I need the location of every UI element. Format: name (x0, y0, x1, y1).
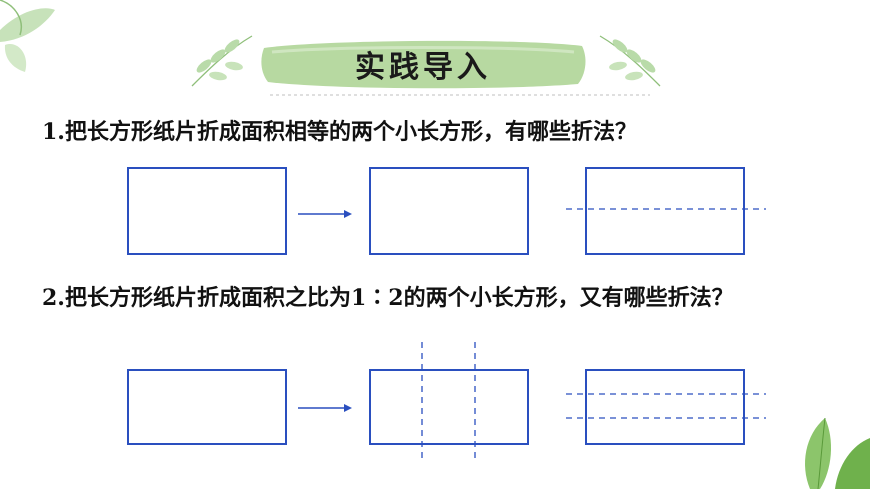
title-divider (270, 94, 650, 96)
leaf-sprig-left-icon (191, 35, 253, 87)
original-rectangle (127, 369, 287, 445)
original-rectangle (127, 167, 287, 255)
title-banner: 实践导入 (258, 38, 588, 90)
banner-brush-shape (261, 40, 586, 89)
leaf-decoration-bottom-right (805, 417, 870, 489)
page-title: 实践导入 (355, 50, 491, 85)
target-rectangle (369, 167, 529, 255)
folded-rectangle-vertical (369, 369, 529, 445)
question-1-text: 1.把长方形纸片折成面积相等的两个小长方形，有哪些折法？ (42, 119, 637, 145)
question-2-diagram (127, 342, 766, 458)
folded-rectangle-horizontal (585, 369, 745, 445)
question-1-diagram (127, 167, 766, 255)
leaf-decoration-top-left (0, 0, 55, 72)
arrow-right-icon (298, 404, 352, 412)
arrow-right-icon (298, 210, 352, 218)
folded-rectangle (585, 167, 745, 255)
leaf-sprig-right-icon (599, 35, 661, 87)
question-2-text: 2.把长方形纸片折成面积之比为1∶2的两个小长方形，又有哪些折法？ (42, 285, 734, 311)
